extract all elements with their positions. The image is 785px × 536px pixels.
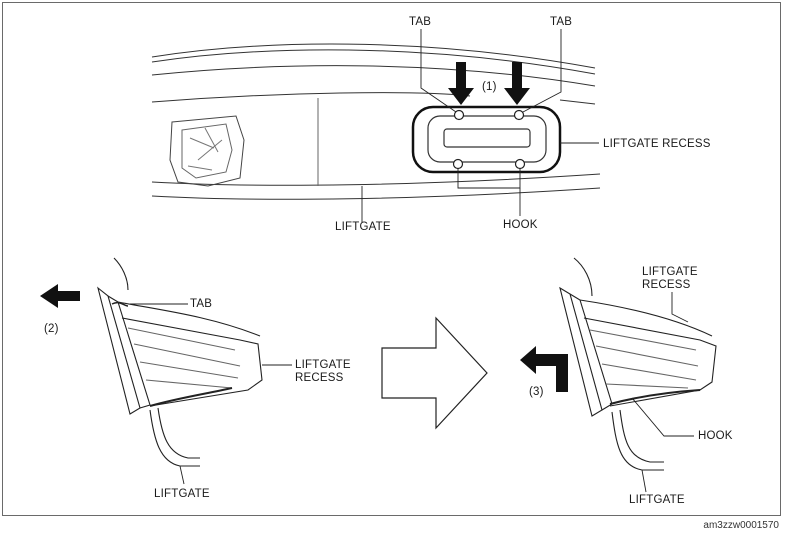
liftgate-recess-label-right-1: LIFTGATE [642,266,698,278]
tab-label-right: TAB [550,16,573,28]
tilt-arrow-right-icon [520,346,568,392]
hook-label-top: HOOK [503,219,538,231]
tab-point-left [453,109,465,121]
leader-lines-left [130,303,292,485]
tab-label-side: TAB [190,298,213,310]
next-step-arrow-icon [381,316,488,430]
liftgate-label-top: LIFTGATE [335,221,391,233]
pull-arrow-left-icon [40,284,80,308]
tab-label-left: TAB [409,16,432,28]
liftgate-label-right: LIFTGATE [629,494,685,506]
figure-code: am3zzw0001570 [703,520,779,531]
hook-point-right [514,158,526,170]
step-1-label: (1) [482,81,497,93]
liftgate-overview-drawing [151,43,601,200]
liftgate-label-left: LIFTGATE [154,488,210,500]
leader-lines-right [631,292,694,493]
hook-label-right: HOOK [698,430,733,442]
step-3-label: (3) [529,386,544,398]
liftgate-recess-label-left-1: LIFTGATE [295,359,351,371]
push-arrow-right-icon [504,62,530,105]
tab-hook-points [452,109,526,170]
leader-lines-top [361,29,599,222]
step-2-label: (2) [44,323,59,335]
section-view-left [97,257,263,467]
liftgate-recess-label-left-2: RECESS [295,372,344,384]
liftgate-recess-label-right-2: RECESS [642,279,691,291]
liftgate-recess-outline [411,105,562,174]
figure-frame [2,2,781,516]
section-view-right [559,257,717,471]
push-arrow-left-icon [448,62,474,105]
hook-point-left [452,158,464,170]
liftgate-recess-label-top: LIFTGATE RECESS [603,138,711,150]
push-arrows [448,62,530,105]
tab-point-right [513,109,525,121]
